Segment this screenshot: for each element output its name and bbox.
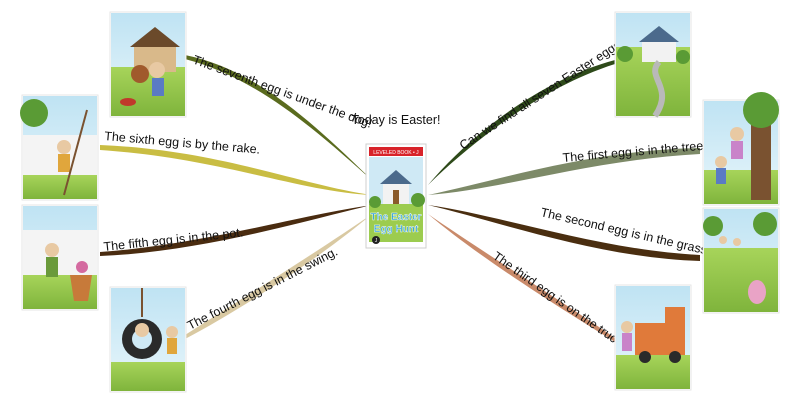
book-title-line2: Egg Hunt [374, 224, 419, 235]
center-title: Today is Easter! [352, 113, 441, 127]
thumbnail-fifth [21, 204, 99, 311]
book-cover: LEVELED BOOK • J The Easter Egg Hunt J [365, 143, 427, 249]
branch-label-sixth: The sixth egg is by the rake. [104, 129, 261, 157]
branch-ribbon-first [428, 148, 700, 195]
book-badge: J [375, 238, 378, 244]
thumbnail-question [614, 11, 692, 118]
branch-ribbon-second [428, 205, 700, 261]
branch-ribbon-fifth [100, 205, 372, 256]
branch-label-question: Can we find all seven Easter eggs? [457, 34, 629, 152]
branch-label-first: The first egg is in the tree. [562, 138, 707, 165]
branch-label-fourth: The fourth egg is in the swing. [185, 244, 340, 332]
thumbnail-third [614, 284, 692, 391]
branch-label-fifth: The fifth egg is in the pot. [103, 225, 244, 254]
branch-ribbon-fourth [185, 214, 372, 339]
thumbnail-seventh [109, 11, 187, 118]
branch-label-seventh: The seventh egg is under the dog! [191, 53, 374, 131]
thumbnail-first [702, 92, 780, 206]
branch-ribbon-third [428, 214, 615, 342]
book-title-line1: The Easter [370, 212, 421, 223]
thumbnail-second [702, 207, 780, 314]
thumbnail-fourth [109, 286, 187, 393]
thumbnail-sixth [20, 94, 99, 201]
branch-label-third: The third egg is on the truck. [490, 249, 628, 351]
branch-ribbon-sixth [100, 145, 372, 195]
book-level-label: LEVELED BOOK • J [373, 150, 419, 156]
branch-ribbons [100, 55, 700, 342]
